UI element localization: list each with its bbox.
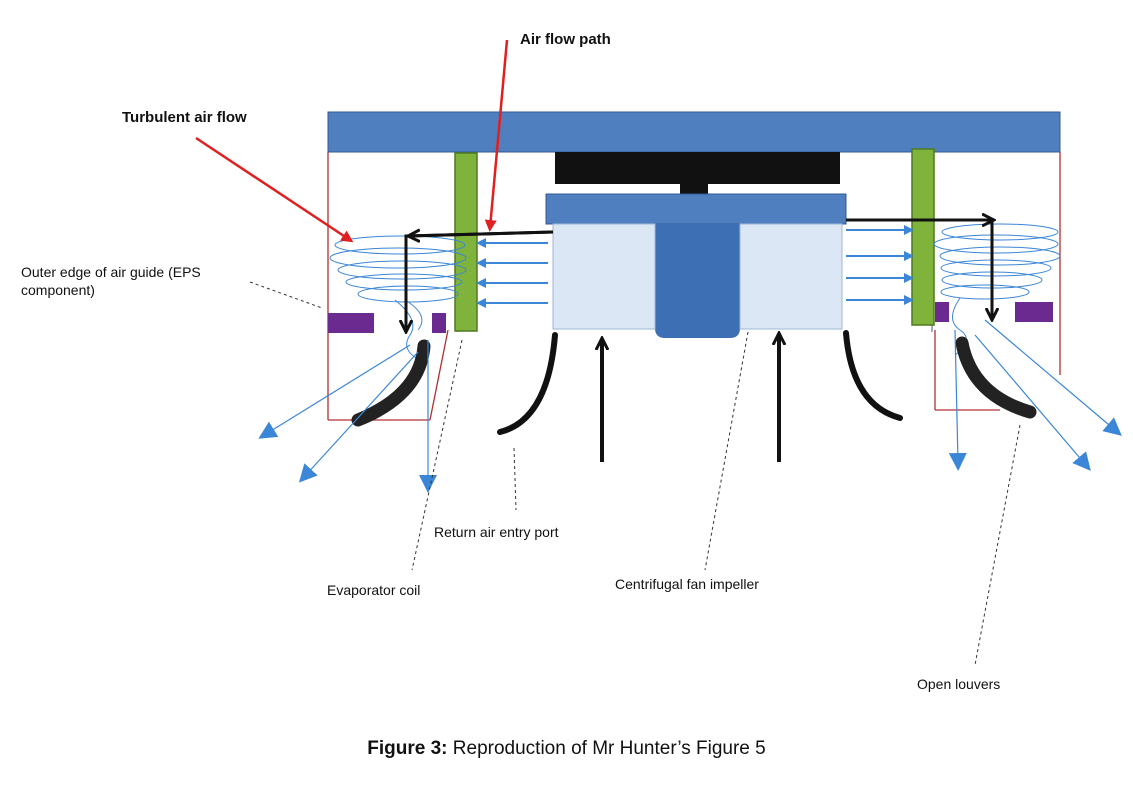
- figure-caption: Figure 3: Reproduction of Mr Hunter’s Fi…: [0, 738, 1133, 760]
- impeller-block-left: [552, 223, 656, 330]
- turbulent-swirl-right: [933, 223, 1061, 356]
- return-air-intake-right: [843, 330, 903, 421]
- caption-prefix: Figure 3:: [367, 738, 448, 759]
- label-open-louvers: Open louvers: [917, 676, 1001, 692]
- louver-left: [351, 339, 431, 427]
- motor-shaft: [680, 184, 708, 194]
- leader-lines: [249, 281, 1021, 666]
- turbulent-swirl-left: [329, 235, 467, 361]
- housing-outline: [327, 152, 1061, 421]
- air-flow-path-pointer: [484, 39, 509, 232]
- label-outer-edge-line2: component): [21, 282, 95, 298]
- turbulent-air-flow-pointer: [195, 136, 354, 243]
- return-air-intake-left: [497, 332, 558, 435]
- air-guide-block-left-inner: [432, 313, 446, 333]
- label-outer-edge-line1: Outer edge of air guide (EPS: [21, 264, 201, 280]
- evaporator-coil-left: [454, 152, 478, 332]
- discharge-arrows-right: [948, 319, 1122, 471]
- impeller-block-right: [739, 223, 843, 330]
- flow-arrows-left: [476, 238, 548, 308]
- air-flow-path-left: [406, 232, 554, 330]
- air-flow-path-right: [846, 220, 992, 318]
- label-air-flow-path: Air flow path: [520, 31, 611, 48]
- label-centrifugal-fan-impeller: Centrifugal fan impeller: [615, 576, 759, 592]
- flow-arrows-right: [846, 225, 914, 305]
- air-guide-block-left-outer: [328, 313, 374, 333]
- top-housing-panel: [327, 111, 1061, 153]
- air-guide-block-right-inner: [935, 302, 949, 322]
- fan-motor: [555, 152, 840, 184]
- fan-hub-plate: [545, 193, 847, 225]
- label-turbulent-air-flow: Turbulent air flow: [122, 109, 247, 126]
- label-return-air-entry-port: Return air entry port: [434, 524, 559, 540]
- caption-text: Reproduction of Mr Hunter’s Figure 5: [447, 738, 766, 759]
- evaporator-coil-right: [911, 148, 935, 326]
- air-guide-block-right-outer: [1015, 302, 1053, 322]
- label-evaporator-coil: Evaporator coil: [327, 582, 421, 598]
- discharge-arrows-left: [258, 340, 437, 493]
- fan-center-hub: [655, 224, 740, 338]
- louver-right: [955, 336, 1037, 419]
